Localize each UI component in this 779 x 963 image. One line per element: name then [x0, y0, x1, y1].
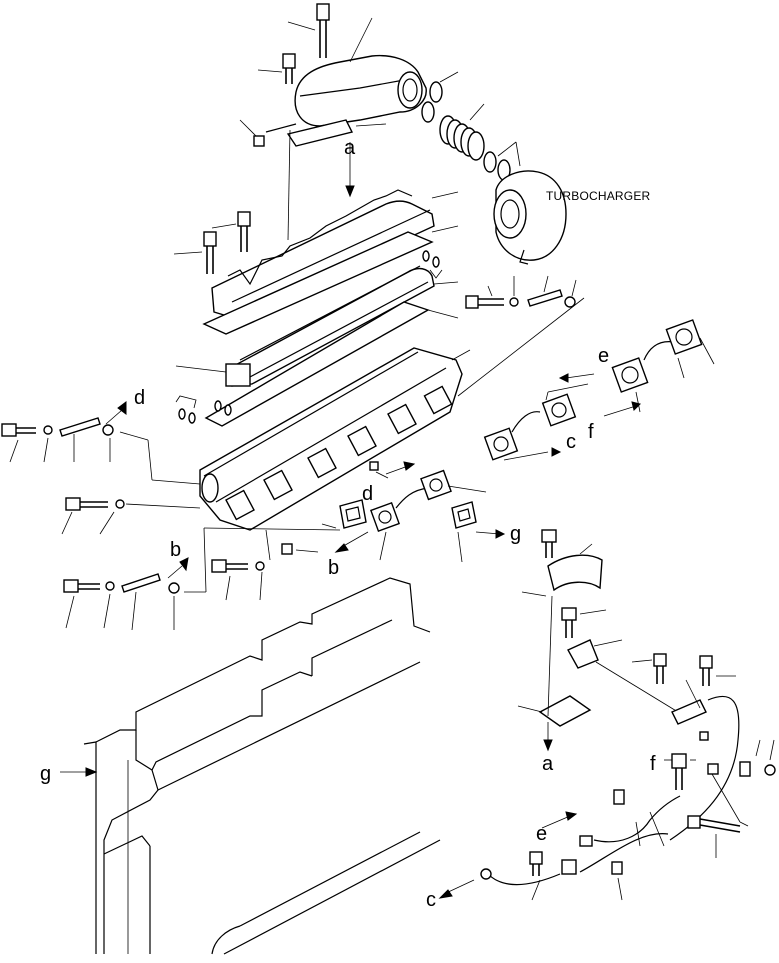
callout-a-top: a — [344, 137, 356, 159]
cover-gasket — [202, 225, 459, 335]
callout-b-mid: b — [328, 557, 339, 579]
callout-d-mid: d — [362, 483, 373, 505]
turbocharger: TURBOCHARGER — [493, 170, 651, 265]
left-fasteners: d b — [1, 387, 341, 631]
callout-e-mid: e — [598, 345, 609, 367]
callout-a-bottom: a — [542, 753, 554, 775]
callout-c-bottom: c — [426, 889, 436, 911]
manifold-small-parts — [175, 395, 232, 424]
callout-f-mid: f — [588, 421, 594, 443]
turbo-side-fasteners — [465, 275, 577, 309]
engine-block: g — [40, 577, 441, 955]
callout-c-mid: c — [566, 431, 576, 453]
manifold-inner-pipe — [175, 250, 459, 387]
port-gaskets: g b — [321, 499, 521, 579]
callout-g-right: g — [510, 523, 521, 545]
sensor-connectors: d c e f — [362, 319, 715, 561]
callout-f-bottom: f — [650, 753, 656, 775]
callout-b-left: b — [170, 539, 181, 561]
manifold-cover: a — [173, 129, 459, 319]
callout-g-left: g — [40, 763, 51, 785]
callout-e-bottom: e — [536, 823, 547, 845]
exhaust-manifold — [199, 297, 585, 531]
sensor-bracket-assembly: a f — [426, 529, 776, 911]
turbocharger-label: TURBOCHARGER — [546, 189, 651, 203]
callout-d-left: d — [134, 387, 145, 409]
bellows-joint — [439, 115, 485, 161]
exhaust-elbow-assembly — [239, 3, 521, 181]
